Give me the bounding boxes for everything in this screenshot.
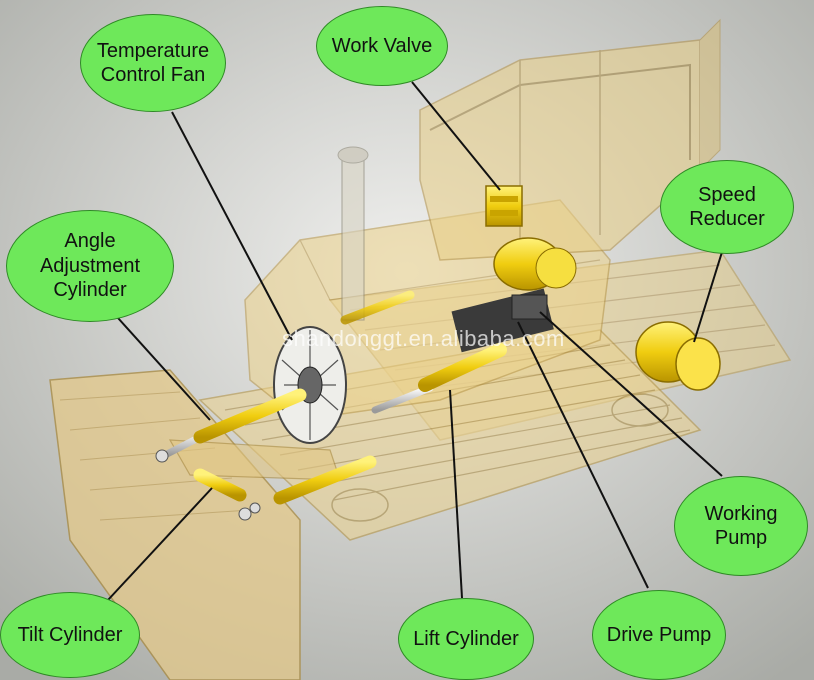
label-lift-cylinder-text: Lift Cylinder [413, 627, 519, 650]
speed-reducer-part [635, 321, 721, 391]
temperature-control-fan-part [273, 326, 347, 444]
callout-line-lift-cylinder [449, 389, 463, 599]
label-drive-pump-text: Drive Pump [606, 623, 712, 646]
label-speed-reducer-text: Speed Reducer [689, 183, 765, 230]
label-temperature-control-fan-text: Temperature Control Fan [96, 39, 210, 86]
callout-lines [107, 81, 723, 601]
label-speed-reducer: Speed Reducer [660, 160, 794, 254]
label-angle-adjustment-cylinder: Angle Adjustment Cylinder [6, 210, 174, 322]
dozer-blade [49, 369, 301, 680]
label-temperature-control-fan: Temperature Control Fan [80, 14, 226, 112]
callout-line-temperature-control-fan [171, 111, 293, 341]
callout-line-speed-reducer [693, 251, 723, 343]
label-angle-adjustment-cylinder-text: Angle Adjustment Cylinder [39, 230, 141, 302]
label-lift-cylinder: Lift Cylinder [398, 598, 534, 680]
speed-reducer-inner [493, 237, 577, 291]
label-tilt-cylinder-text: Tilt Cylinder [17, 623, 123, 646]
label-working-pump: Working Pump [674, 476, 808, 576]
angle-adjustment-cylinder-part [155, 388, 307, 463]
callout-line-tilt-cylinder [107, 487, 213, 601]
tilt-cylinder-part [193, 455, 377, 521]
watermark: shandonggt.en.alibaba.com [282, 326, 565, 351]
callout-line-drive-pump [517, 321, 649, 589]
work-valve-part [485, 185, 523, 227]
callout-line-work-valve [411, 81, 501, 191]
label-work-valve: Work Valve [316, 6, 448, 86]
label-tilt-cylinder: Tilt Cylinder [0, 592, 140, 678]
exhaust-pipe [337, 146, 369, 321]
lift-cylinder-part [371, 343, 507, 414]
callout-line-working-pump [539, 311, 723, 477]
pump-drive-shaft [451, 288, 554, 353]
callout-line-angle-adjustment-cylinder [117, 317, 211, 421]
label-work-valve-text: Work Valve [331, 34, 433, 57]
label-working-pump-text: Working Pump [704, 502, 778, 549]
label-drive-pump: Drive Pump [592, 590, 726, 680]
hood-cylinder-part [340, 290, 415, 325]
